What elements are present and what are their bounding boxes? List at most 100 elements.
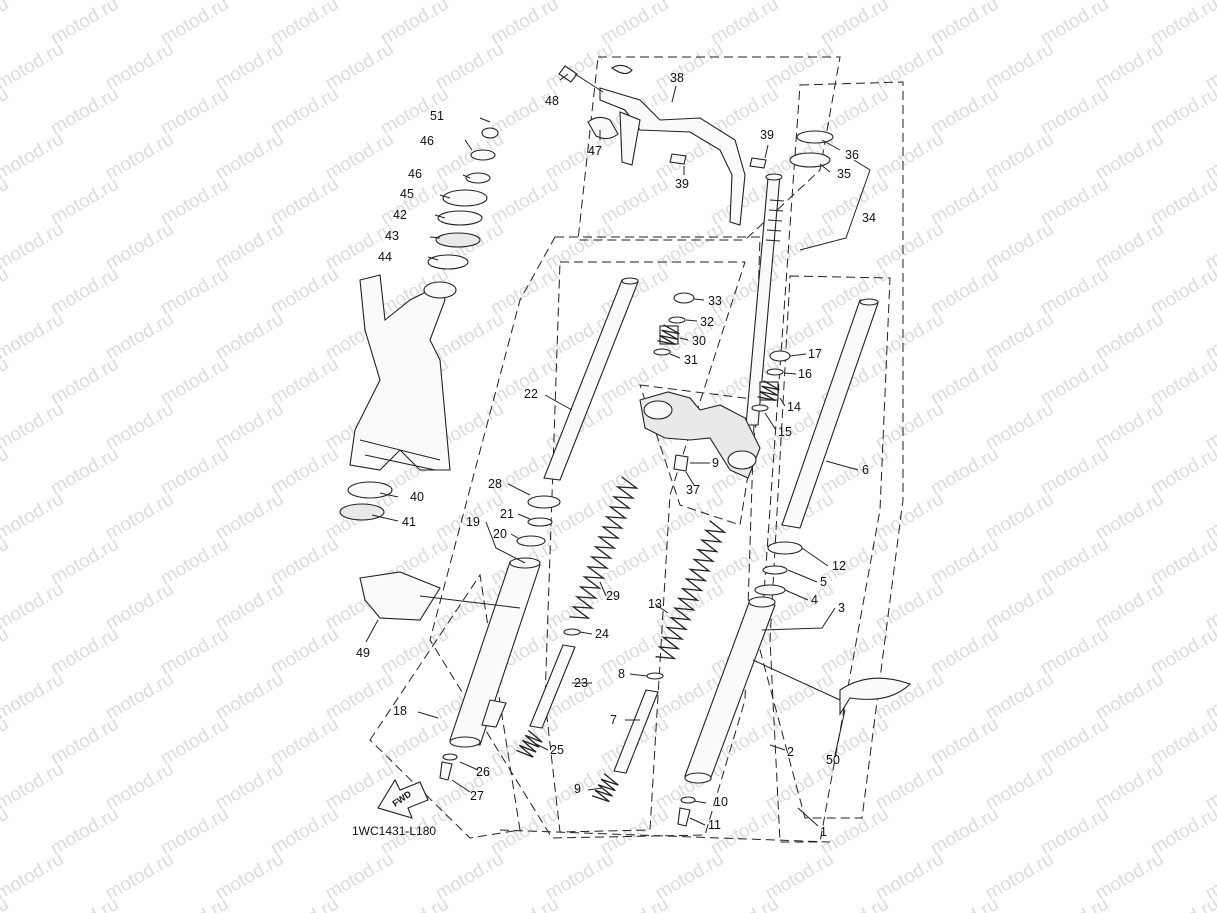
- watermark-text: motod.ru: [157, 624, 232, 680]
- watermark-text: motod.ru: [872, 489, 947, 545]
- watermark-text: motod.ru: [267, 894, 342, 913]
- watermark-text: motod.ru: [212, 129, 287, 185]
- watermark-text: motod.ru: [652, 849, 727, 905]
- watermark-text: motod.ru: [817, 534, 892, 590]
- callout-31: 31: [684, 353, 698, 367]
- ring-24: [563, 628, 581, 636]
- callout-34: 34: [862, 211, 876, 225]
- bolt-11: [677, 807, 691, 827]
- watermark-text: motod.ru: [267, 174, 342, 230]
- callout-5: 5: [820, 575, 827, 589]
- watermark-text: motod.ru: [1037, 624, 1112, 680]
- watermark-text: motod.ru: [597, 174, 672, 230]
- watermark-text: motod.ru: [0, 219, 67, 275]
- watermark-text: motod.ru: [267, 264, 342, 320]
- callout-36: 36: [845, 148, 859, 162]
- callout-1: 1: [820, 825, 827, 839]
- watermark-text: motod.ru: [762, 849, 837, 905]
- watermark-text: motod.ru: [157, 534, 232, 590]
- watermark-text: motod.ru: [982, 849, 1057, 905]
- bolt-39b: [749, 157, 767, 169]
- spring-29: [569, 476, 639, 619]
- watermark-text: motod.ru: [927, 714, 1002, 770]
- callout-12: 12: [832, 559, 846, 573]
- callout-16: 16: [798, 367, 812, 381]
- watermark-text: motod.ru: [267, 534, 342, 590]
- watermark-text: motod.ru: [652, 219, 727, 275]
- watermark-text: motod.ru: [927, 354, 1002, 410]
- watermark-text: motod.ru: [1092, 849, 1167, 905]
- watermark-text: motod.ru: [0, 759, 67, 815]
- guide-49: [359, 571, 441, 621]
- watermark-text: motod.ru: [267, 444, 342, 500]
- damper-rod-7: [613, 689, 659, 774]
- callout-50: 50: [826, 753, 840, 767]
- watermark-text: motod.ru: [267, 354, 342, 410]
- dust-seal-40: [347, 481, 393, 499]
- watermark-text: motod.ru: [0, 534, 12, 590]
- watermark-text: motod.ru: [927, 444, 1002, 500]
- watermark-text: motod.ru: [982, 219, 1057, 275]
- watermark-text: motod.ru: [1037, 264, 1112, 320]
- callout-22: 22: [524, 387, 538, 401]
- watermark-text: motod.ru: [102, 219, 177, 275]
- inner-tube-right: [781, 298, 879, 529]
- watermark-text: motod.ru: [322, 219, 397, 275]
- watermark-text: motod.ru: [817, 264, 892, 320]
- nut-46b: [465, 172, 491, 184]
- callout-44: 44: [378, 250, 392, 264]
- ring-32: [668, 316, 686, 324]
- callout-32: 32: [700, 315, 714, 329]
- watermark-text: motod.ru: [212, 759, 287, 815]
- washer-36: [796, 130, 834, 144]
- watermark-text: motod.ru: [872, 849, 947, 905]
- callout-51: 51: [430, 109, 444, 123]
- watermark-text: motod.ru: [102, 39, 177, 95]
- callout-30: 30: [692, 334, 706, 348]
- outer-tube-right: [684, 596, 776, 784]
- callout-38: 38: [670, 71, 684, 85]
- callout-13: 13: [648, 597, 662, 611]
- watermark-text: motod.ru: [982, 489, 1057, 545]
- callout-43: 43: [385, 229, 399, 243]
- watermark-text: motod.ru: [982, 399, 1057, 455]
- watermark-text: motod.ru: [157, 84, 232, 140]
- watermark-text: motod.ru: [157, 264, 232, 320]
- callout-11: 11: [708, 818, 721, 832]
- callout-9: 9: [574, 782, 581, 796]
- watermark-text: motod.ru: [817, 84, 892, 140]
- ring-16: [766, 368, 784, 376]
- watermark-text: motod.ru: [267, 714, 342, 770]
- springs-layer: [516, 324, 780, 803]
- watermark-text: motod.ru: [47, 264, 122, 320]
- watermark-text: motod.ru: [0, 354, 12, 410]
- callout-40: 40: [410, 490, 424, 504]
- watermark-text: motod.ru: [322, 849, 397, 905]
- fwd-arrow: [377, 778, 429, 819]
- watermark-text: motod.ru: [377, 894, 452, 913]
- watermark-text: motod.ru: [542, 219, 617, 275]
- diagram-code: 1WC1431-L180: [352, 824, 436, 838]
- watermark-text: motod.ru: [982, 129, 1057, 185]
- watermark-text: motod.ru: [47, 624, 122, 680]
- cap-51: [481, 127, 499, 139]
- bearing-41: [339, 503, 385, 521]
- callout-37: 37: [686, 483, 700, 497]
- watermark-text: motod.ru: [377, 624, 452, 680]
- watermark-text: motod.ru: [872, 759, 947, 815]
- watermark-text: motod.ru: [157, 444, 232, 500]
- watermark-text: motod.ru: [212, 489, 287, 545]
- watermark-text: motod.ru: [1092, 669, 1167, 725]
- watermark-text: motod.ru: [1092, 579, 1167, 635]
- watermark-text: motod.ru: [102, 309, 177, 365]
- watermark-text: motod.ru: [872, 129, 947, 185]
- watermark-text: motod.ru: [157, 894, 232, 913]
- watermark-text: motod.ru: [102, 669, 177, 725]
- watermark-text: motod.ru: [157, 804, 232, 860]
- watermark-text: motod.ru: [102, 759, 177, 815]
- watermark-text: motod.ru: [102, 849, 177, 905]
- watermark-text: motod.ru: [0, 399, 67, 455]
- bearing-43: [435, 232, 481, 248]
- watermark-text: motod.ru: [487, 894, 562, 913]
- watermark-text: motod.ru: [927, 534, 1002, 590]
